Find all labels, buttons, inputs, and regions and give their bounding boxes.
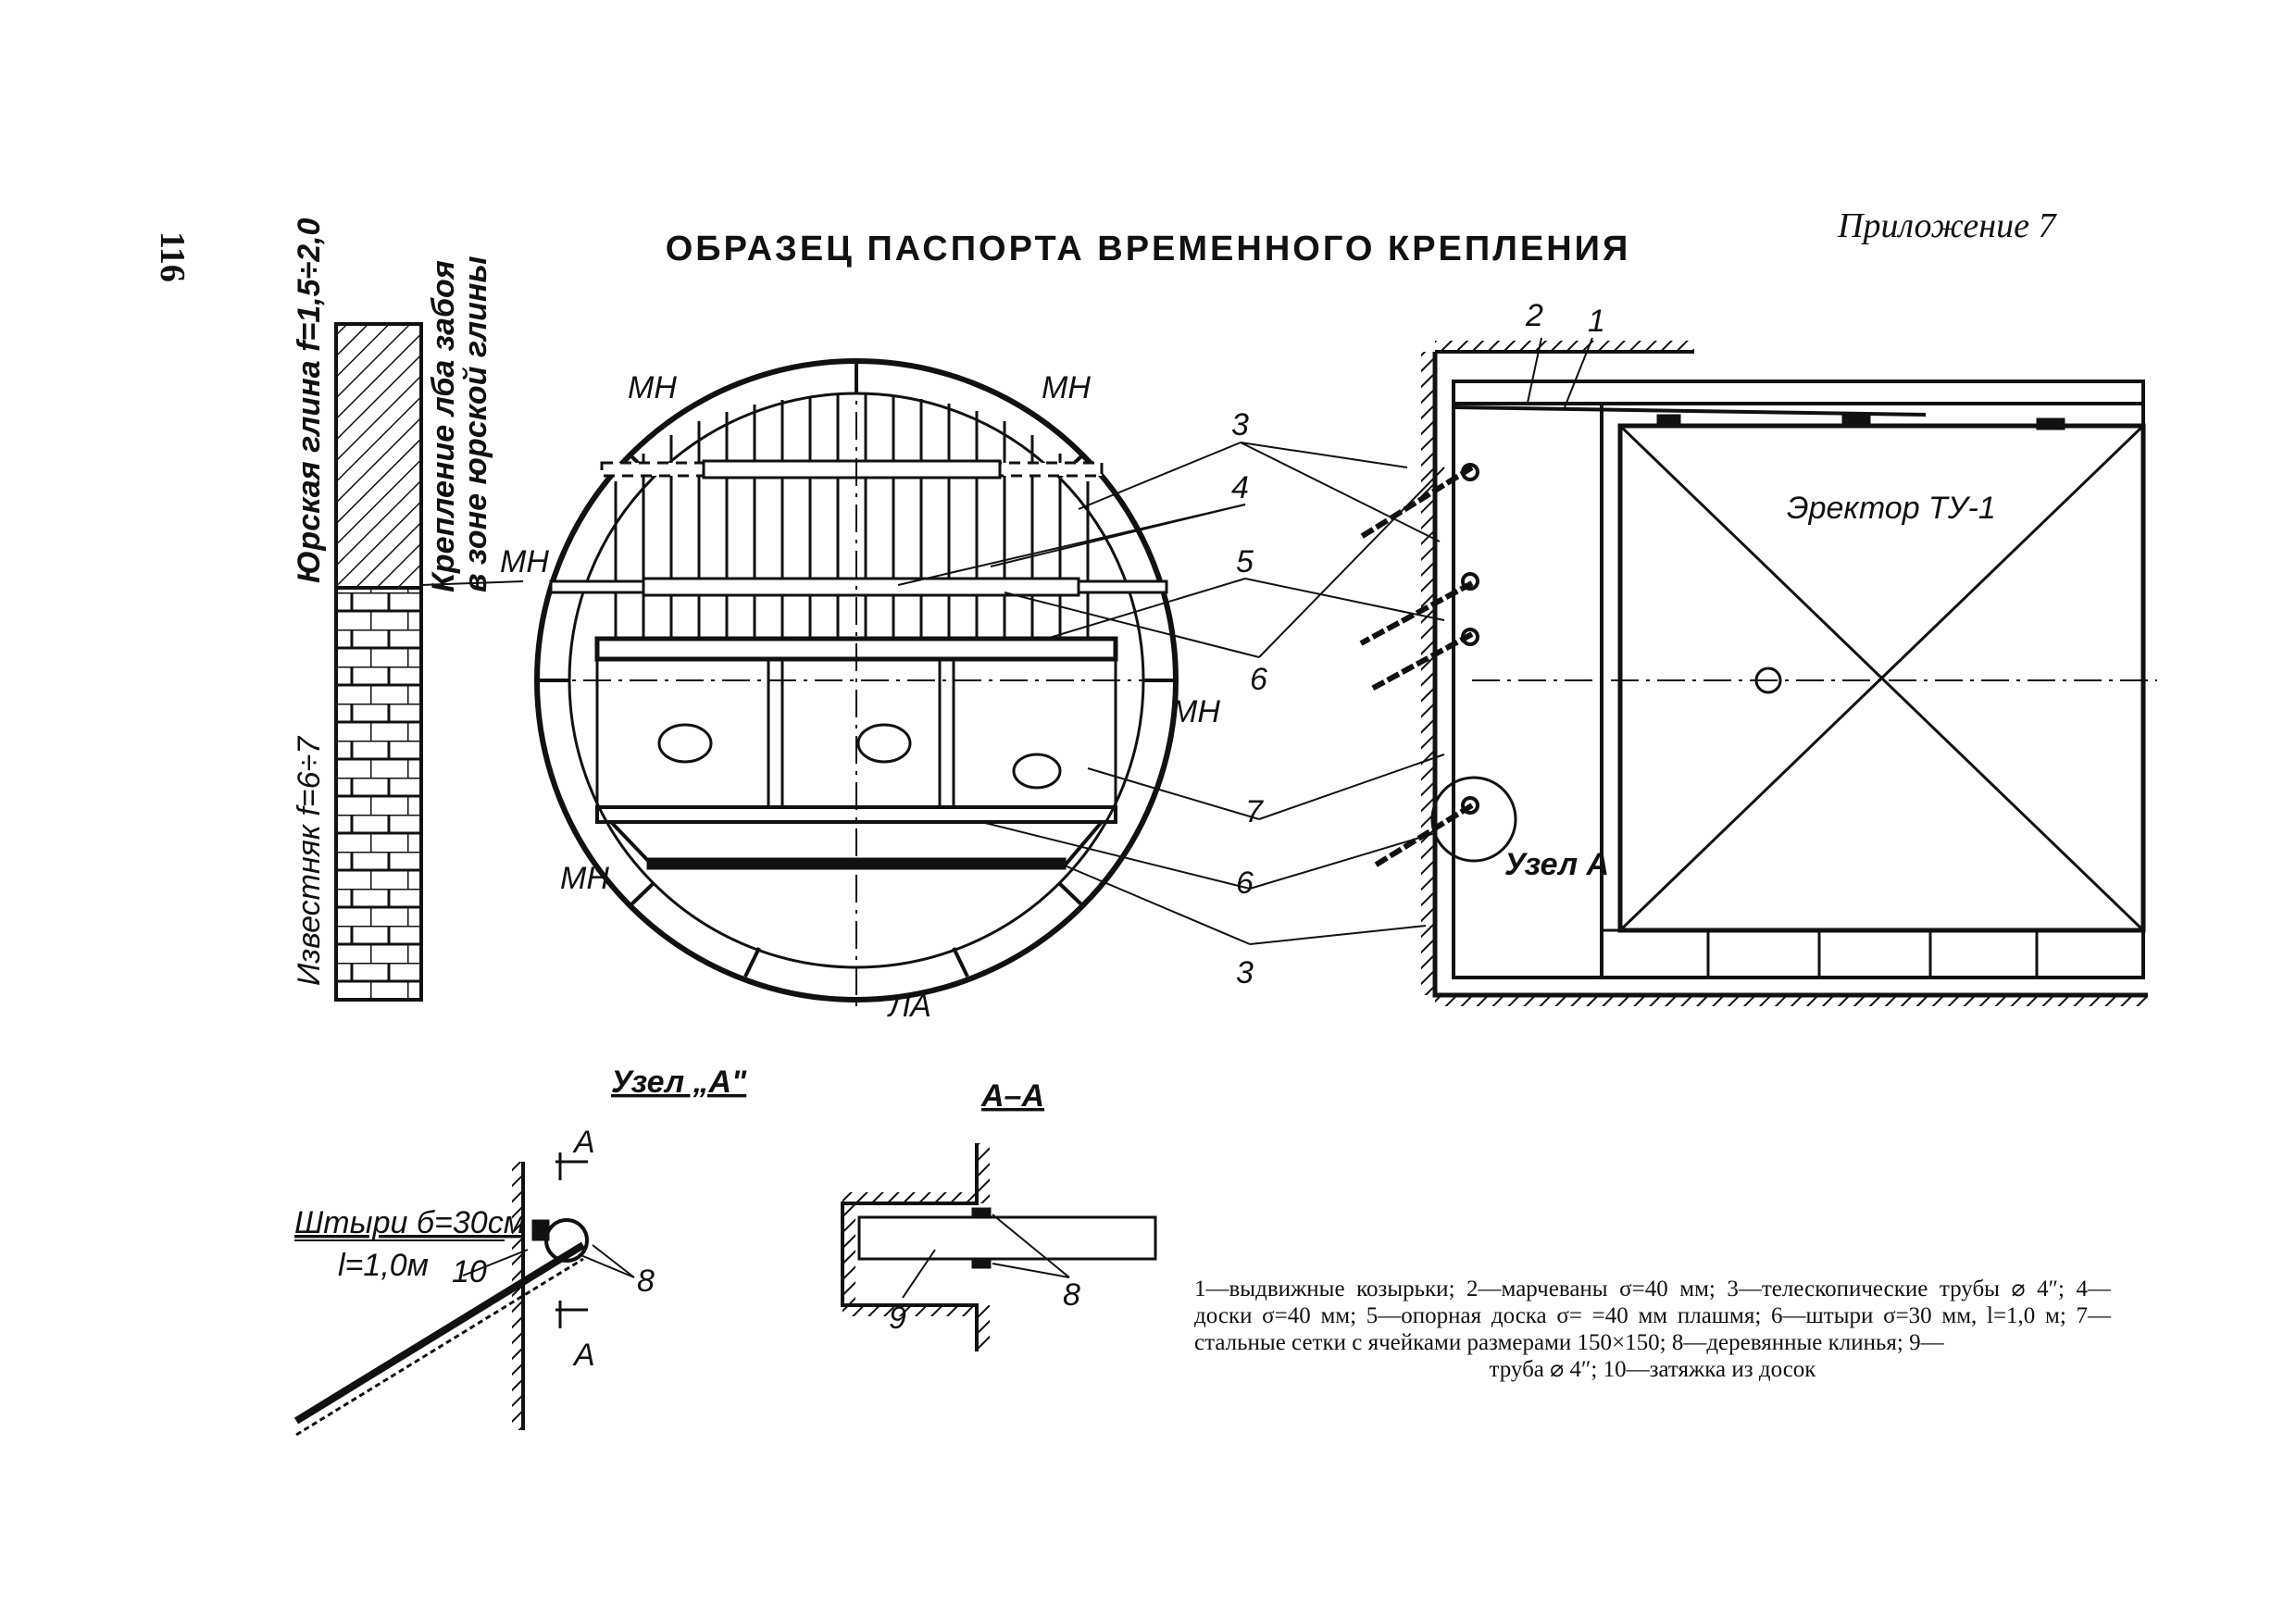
legend-text: 1—выдвижные козырьки; 2—марчеваны σ=40 м… [1194, 1277, 2111, 1355]
callout-leaders [897, 337, 1593, 945]
callout-3-bottom: 3 [1236, 955, 1254, 990]
pins-spec-1: Штыри б=30см [294, 1205, 525, 1240]
section-mark-top: А [572, 1125, 595, 1160]
legend-caption: 1—выдвижные козырьки; 2—марчеваны σ=40 м… [1194, 1276, 2111, 1383]
callout-7: 7 [1245, 794, 1264, 829]
callout-8-section: 8 [1063, 1277, 1080, 1313]
callout-1: 1 [1588, 304, 1605, 339]
side-view [1359, 341, 2157, 1006]
mark-bottom-left: МН [560, 861, 609, 896]
boundary-mark: МН [500, 544, 549, 579]
callout-5: 5 [1236, 544, 1254, 579]
callout-9: 9 [889, 1301, 906, 1336]
mark-top-left: МН [628, 370, 677, 405]
callout-4: 4 [1231, 470, 1249, 505]
section-mark-bottom: А [572, 1338, 595, 1373]
mark-bottom: ЛА [887, 989, 931, 1024]
node-a-detail [293, 1152, 635, 1437]
callout-6-top: 6 [1250, 662, 1267, 697]
mark-right: МН [1171, 694, 1220, 729]
limestone-layer [334, 586, 423, 1002]
face-support-note-2: в зоне юрской глины [458, 256, 493, 592]
geological-column: МН Юрская глина f=1,5÷2,0 Известняк f=6÷… [292, 218, 549, 1002]
legend-last-line: труба ⌀ 4″; 10—затяжка из досок [1489, 1357, 1816, 1382]
callout-3-top: 3 [1231, 407, 1249, 442]
pins-spec-2: l=1,0м [338, 1248, 429, 1283]
node-a-label: Узел А [1504, 847, 1609, 882]
clay-label: Юрская глина f=1,5÷2,0 [292, 218, 327, 583]
callout-10: 10 [452, 1254, 487, 1289]
face-support-note-1: Крепление лба забоя [426, 260, 461, 592]
erector-label: Эректор ТУ-1 [1787, 491, 1996, 526]
section-aa-title: А–А [980, 1078, 1044, 1114]
node-a-title: Узел „А" [611, 1065, 747, 1100]
section-aa-detail [841, 1143, 1157, 1351]
callout-2: 2 [1525, 298, 1543, 333]
callout-8-node: 8 [637, 1264, 655, 1299]
mark-top-right: МН [1042, 370, 1091, 405]
appendix-label: Приложение 7 [1838, 206, 2056, 245]
limestone-label: Известняк f=6÷7 [292, 736, 327, 986]
callout-6-bottom: 6 [1236, 866, 1254, 901]
tunnel-cross-section [534, 358, 1179, 1009]
clay-layer [334, 322, 423, 590]
page-title: ОБРАЗЕЦ ПАСПОРТА ВРЕМЕННОГО КРЕПЛЕНИЯ [665, 230, 1631, 268]
